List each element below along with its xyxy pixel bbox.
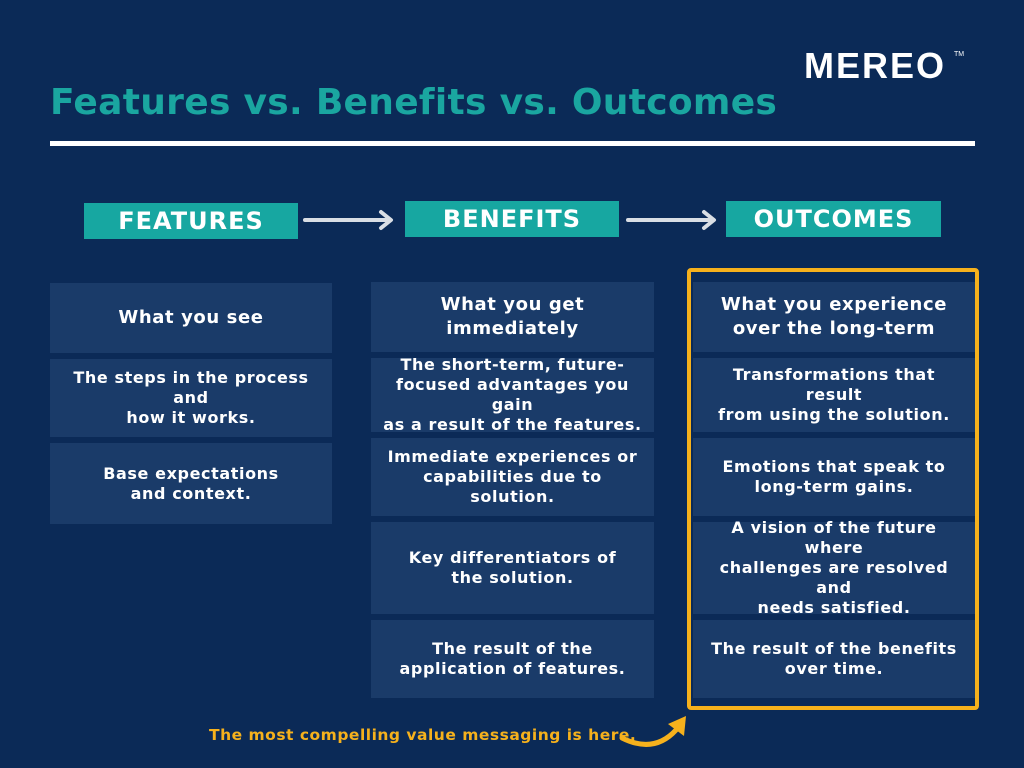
features-header: FEATURES [84,203,298,239]
benefits-header: BENEFITS [405,201,619,237]
outcomes-header-label: OUTCOMES [753,205,914,233]
outcomes-header: OUTCOMES [726,201,941,237]
features-row: Base expectations and context. [50,443,332,524]
features-column-heading: What you see [50,283,332,353]
outcomes-row: Transformations that result from using t… [693,358,975,432]
right-arrow-icon [626,210,716,230]
mereo-logo: MEREO TM [804,46,964,84]
benefits-header-label: BENEFITS [442,205,582,233]
benefits-column: What you get immediately The short-term,… [371,282,654,698]
features-row: The steps in the process and how it work… [50,359,332,437]
page-title: Features vs. Benefits vs. Outcomes [50,82,778,123]
benefits-row: The short-term, future- focused advantag… [371,355,654,434]
outcomes-column-heading: What you experience over the long-term [693,282,975,352]
svg-text:MEREO: MEREO [804,46,946,84]
features-column: What you see The steps in the process an… [50,283,332,524]
svg-text:TM: TM [954,51,964,58]
benefits-row: The result of the application of feature… [371,620,654,698]
outcomes-column: What you experience over the long-term T… [693,282,975,698]
outcomes-highlight-frame [687,268,979,710]
curved-arrow-icon [619,716,686,747]
benefits-row: Immediate experiences or capabilities du… [371,438,654,516]
outcomes-row: Emotions that speak to long-term gains. [693,438,975,516]
outcomes-row: A vision of the future where challenges … [693,518,975,617]
benefits-row: Key differentiators of the solution. [371,522,654,614]
footer-note: The most compelling value messaging is h… [209,726,637,744]
right-arrow-icon [303,210,393,230]
outcomes-row: The result of the benefits over time. [693,620,975,698]
features-header-label: FEATURES [118,207,264,235]
benefits-column-heading: What you get immediately [371,282,654,352]
title-divider [50,141,975,146]
